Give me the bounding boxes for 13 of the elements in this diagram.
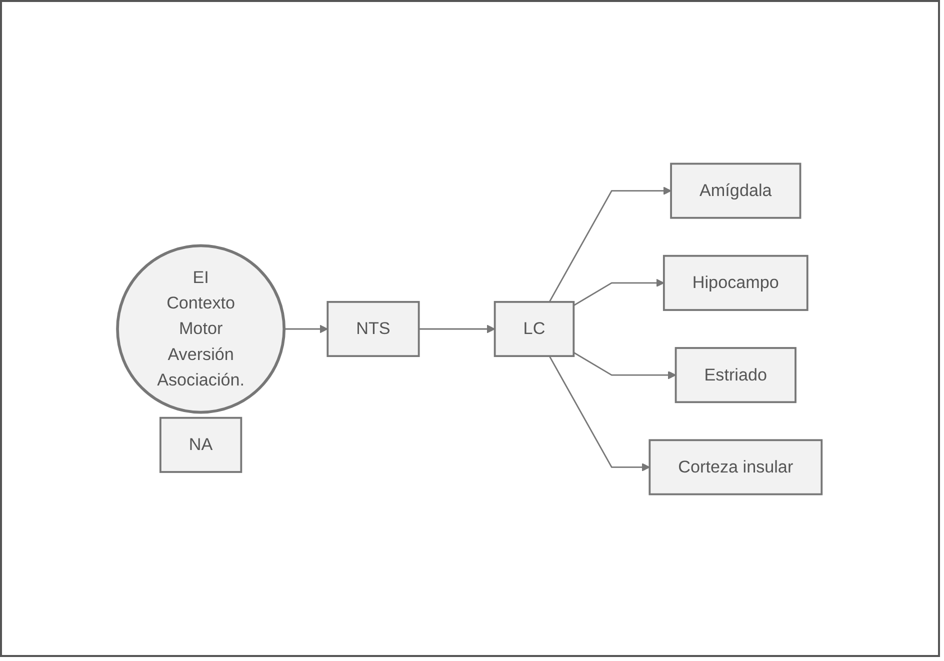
node-box: NTS (327, 300, 420, 357)
node-box: Hipocampo (663, 254, 809, 310)
node-box: Estriado (675, 346, 797, 403)
arrow (574, 351, 677, 379)
node-box: NA (160, 416, 243, 472)
arrow (419, 324, 496, 333)
arrow (549, 186, 672, 302)
node-box: Corteza insular (649, 438, 824, 495)
arrow (549, 355, 650, 471)
node-box: Amígdala (670, 162, 802, 218)
node-circle: EI Contexto Motor Aversión Asociación. (116, 244, 286, 414)
arrow (574, 278, 665, 306)
node-box: LC (494, 300, 576, 357)
